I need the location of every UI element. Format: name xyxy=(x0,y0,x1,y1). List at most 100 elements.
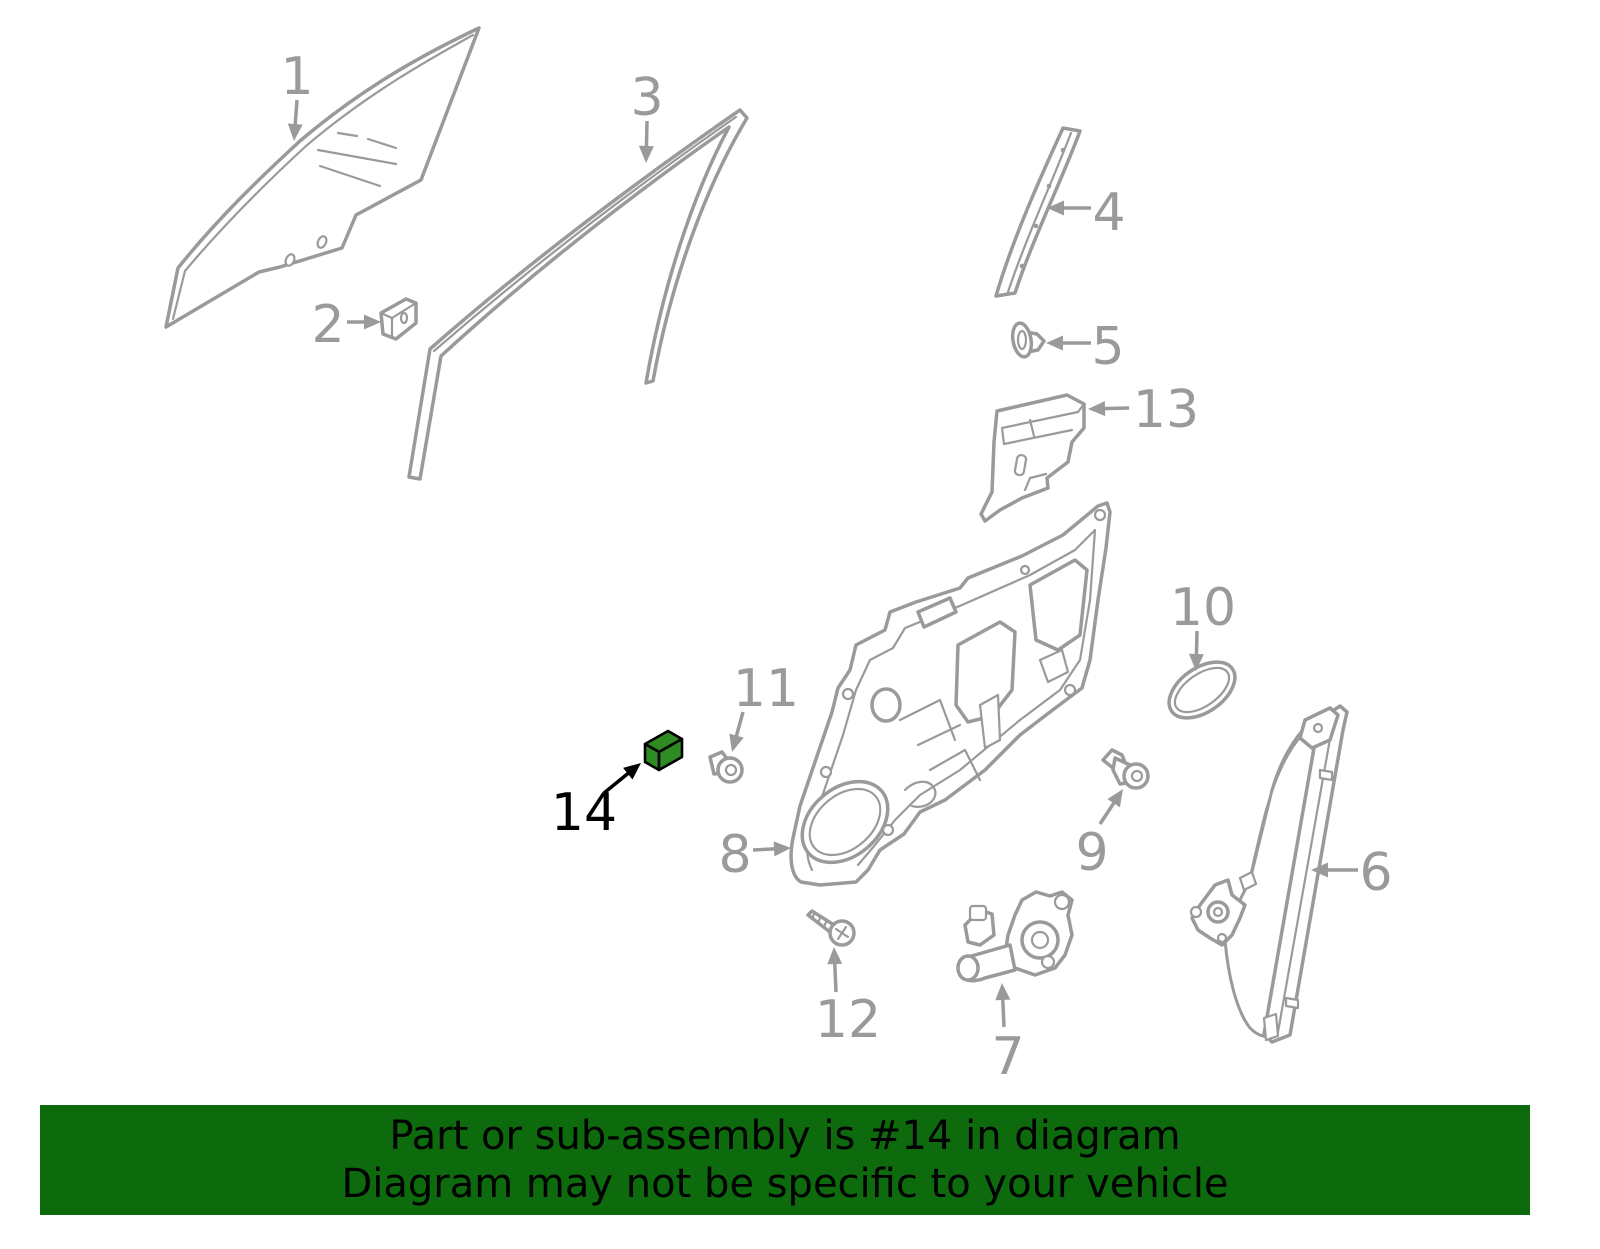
part-3-outline xyxy=(407,108,749,481)
part-8-speaker-opening xyxy=(800,779,890,865)
callout-11: 11 xyxy=(729,659,799,752)
callout-7: 7 xyxy=(991,983,1025,1087)
callout-9-arrow xyxy=(1098,800,1117,825)
part-8-speaker-rim xyxy=(808,787,882,857)
part-6-cable-sheath xyxy=(1246,733,1304,887)
part-2-clip xyxy=(379,297,418,341)
callout-2: 2 xyxy=(311,295,381,355)
callout-2-label: 2 xyxy=(311,295,344,355)
callout-13-arrow-head xyxy=(1088,401,1106,417)
part-7-window-motor xyxy=(956,890,1074,983)
banner-line-2: Diagram may not be specific to your vehi… xyxy=(341,1161,1229,1207)
callout-13-arrow xyxy=(1102,406,1130,411)
callout-11-arrow xyxy=(734,711,745,738)
part-4-channel-strip xyxy=(994,126,1082,298)
part-8-ribs xyxy=(898,648,1070,808)
part-6-rail-lip xyxy=(1276,720,1335,1034)
part-3-glass-run-channel xyxy=(407,108,749,481)
part-1-hole xyxy=(284,253,296,267)
part-3-lip-line xyxy=(432,115,738,353)
callout-7-label: 7 xyxy=(991,1027,1024,1087)
part-6-bottom-glider xyxy=(1262,1012,1280,1042)
part-8-mount-hole xyxy=(1019,564,1031,576)
callout-4: 4 xyxy=(1047,183,1126,243)
callouts: 1 2 3 4 5 6 7 8 xyxy=(280,47,1392,1087)
callout-8: 8 xyxy=(718,825,791,885)
callout-12: 12 xyxy=(815,947,881,1050)
part-6-stud xyxy=(1318,768,1334,782)
info-banner: Part or sub-assembly is #14 in diagram D… xyxy=(40,1105,1530,1215)
part-12-bolt xyxy=(806,909,856,947)
callout-6-arrow-head xyxy=(1311,862,1328,878)
part-8-mount-hole xyxy=(1063,683,1077,697)
callout-7-arrow xyxy=(1000,997,1006,1028)
callout-9-label: 9 xyxy=(1075,823,1108,883)
part-8-mount-hole xyxy=(841,687,855,701)
part-13-slot xyxy=(1013,453,1028,477)
callout-1-label: 1 xyxy=(280,47,313,107)
part-6-cable-connector xyxy=(1238,870,1258,892)
part-8-door-module-panel xyxy=(789,501,1112,887)
callout-4-arrow-head xyxy=(1047,200,1064,216)
callout-8-arrow-head xyxy=(773,841,791,857)
part-6-pulley xyxy=(1312,722,1324,734)
part-6-drum xyxy=(1206,900,1230,924)
callout-6: 6 xyxy=(1311,843,1393,903)
callout-10-label: 10 xyxy=(1170,578,1236,638)
part-9-head-center xyxy=(1130,769,1144,783)
callout-10-arrow xyxy=(1194,630,1199,657)
callout-1-arrow-head xyxy=(287,123,303,141)
part-6-stud xyxy=(1284,996,1300,1010)
callout-8-label: 8 xyxy=(718,825,751,885)
callout-13: 13 xyxy=(1088,380,1199,440)
banner-line-1: Part or sub-assembly is #14 in diagram xyxy=(389,1113,1181,1159)
part-8-mount-hole xyxy=(819,765,833,779)
part-11-push-pin xyxy=(708,750,744,784)
callout-1: 1 xyxy=(280,47,314,141)
part-5-head xyxy=(1010,321,1034,359)
callout-6-label: 6 xyxy=(1359,843,1392,903)
part-1-door-glass xyxy=(164,26,481,329)
part-4-hole xyxy=(1046,183,1052,189)
part-8-mount-hole xyxy=(881,823,895,837)
part-11-head-center xyxy=(724,763,738,777)
part-1-surface-marks xyxy=(316,131,398,188)
callout-3: 3 xyxy=(630,68,664,163)
part-8-upper-cavity xyxy=(1028,558,1089,652)
callout-9: 9 xyxy=(1075,789,1123,883)
part-6-mount-ear xyxy=(1189,905,1203,919)
part-4-hole xyxy=(1060,147,1066,153)
part-12-head-mark xyxy=(834,925,850,941)
callout-1-arrow xyxy=(293,99,299,127)
part-2-hole xyxy=(399,311,409,325)
part-10-inner xyxy=(1173,666,1231,714)
part-10-oval-plug xyxy=(1167,660,1237,720)
callout-5: 5 xyxy=(1046,317,1125,377)
part-7-mount-ear xyxy=(1040,954,1056,970)
callout-12-arrow-head xyxy=(827,947,843,965)
callout-10: 10 xyxy=(1170,578,1236,671)
callout-14-arrow xyxy=(602,771,631,795)
part-5-head-ring xyxy=(1016,329,1028,351)
part-7-mount-ear xyxy=(1053,893,1071,911)
part-1-hole xyxy=(316,235,328,249)
part-12-threads xyxy=(810,912,828,929)
part-13-ledge xyxy=(1000,402,1086,492)
callout-13-label: 13 xyxy=(1133,380,1199,440)
callout-14-arrow-head xyxy=(623,763,641,780)
callout-4-label: 4 xyxy=(1092,183,1125,243)
part-6-window-regulator xyxy=(1189,704,1349,1044)
part-10-outline xyxy=(1167,660,1237,720)
part-9-clip xyxy=(1101,748,1150,790)
callout-5-label: 5 xyxy=(1091,317,1124,377)
callout-3-arrow-head xyxy=(638,145,654,163)
callout-14-highlighted: 14 xyxy=(551,763,641,843)
part-6-drum-center xyxy=(1212,906,1224,918)
callout-10-arrow-head xyxy=(1188,653,1204,671)
callout-2-arrow-head xyxy=(364,314,381,330)
part-7-connector-plug xyxy=(968,904,988,922)
callout-3-arrow xyxy=(644,120,649,149)
part-4-hole xyxy=(1019,263,1025,269)
